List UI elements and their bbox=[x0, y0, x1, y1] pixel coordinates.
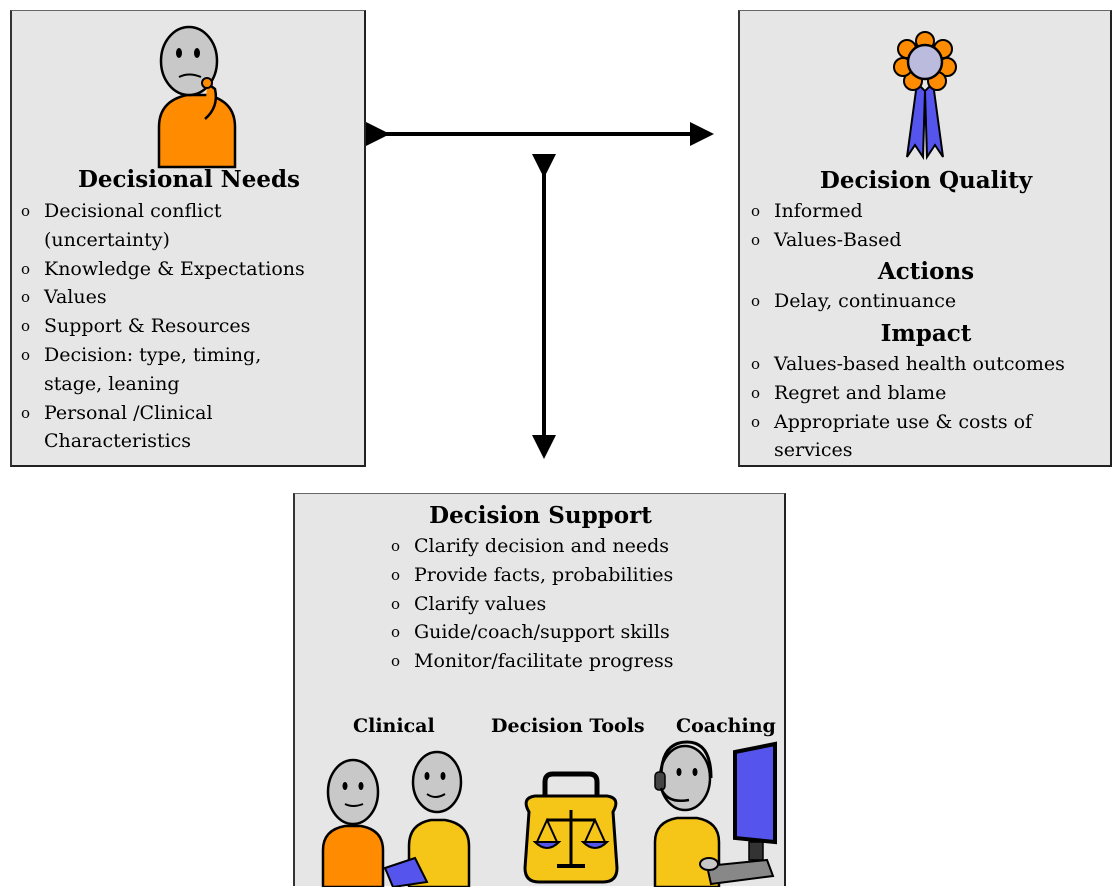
decision-quality-box: Decision Quality Informed Values-Based A… bbox=[738, 10, 1112, 467]
list-item: Regret and blame bbox=[750, 379, 1100, 408]
list-item: Guide/coach/support skills bbox=[390, 618, 770, 647]
decisional-needs-title: Decisional Needs bbox=[77, 166, 301, 193]
decision-support-title: Decision Support bbox=[429, 502, 652, 529]
decisional-needs-box: Decisional Needs Decisional conflict (un… bbox=[10, 10, 366, 467]
list-item: Clarify values bbox=[390, 590, 770, 619]
list-item: Informed bbox=[750, 197, 1100, 226]
list-item: Support & Resources bbox=[20, 312, 340, 341]
list-item: Values-based health outcomes bbox=[750, 350, 1100, 379]
list-item: Values bbox=[20, 283, 340, 312]
award-ribbon-icon bbox=[893, 31, 957, 161]
decisional-needs-list: Decisional conflict (uncertainty) Knowle… bbox=[20, 197, 340, 456]
coaching-label: Coaching bbox=[676, 715, 776, 737]
clinician-patient-icon bbox=[321, 750, 471, 887]
list-item: Decisional conflict (uncertainty) bbox=[20, 197, 340, 255]
list-item: Clarify decision and needs bbox=[390, 532, 770, 561]
coach-headset-icon bbox=[653, 740, 777, 887]
list-item: Delay, continuance bbox=[750, 287, 1100, 316]
decision-quality-title: Decision Quality bbox=[819, 167, 1033, 194]
list-item: Provide facts, probabilities bbox=[390, 561, 770, 590]
scales-bag-icon bbox=[523, 771, 619, 884]
decision-support-list: Clarify decision and needs Provide facts… bbox=[390, 532, 770, 676]
actions-title: Actions bbox=[877, 258, 975, 285]
list-item: Personal /Clinical Characteristics bbox=[20, 399, 244, 457]
list-item: Values-Based bbox=[750, 226, 1100, 255]
actions-list: Delay, continuance bbox=[750, 287, 1100, 316]
decision-support-box: Decision Support Clarify decision and ne… bbox=[293, 493, 786, 887]
list-item: Knowledge & Expectations bbox=[20, 255, 340, 284]
decision-quality-list: Informed Values-Based bbox=[750, 197, 1100, 255]
clinical-label: Clinical bbox=[353, 715, 435, 737]
thinking-person-icon bbox=[157, 25, 237, 169]
impact-list: Values-based health outcomes Regret and … bbox=[750, 350, 1100, 465]
list-item: Monitor/facilitate progress bbox=[390, 647, 770, 676]
impact-title: Impact bbox=[880, 320, 972, 347]
list-item: Appropriate use & costs of services bbox=[750, 408, 1074, 466]
list-item: Decision: type, timing, stage, leaning bbox=[20, 341, 314, 399]
decision-tools-label: Decision Tools bbox=[491, 715, 645, 737]
